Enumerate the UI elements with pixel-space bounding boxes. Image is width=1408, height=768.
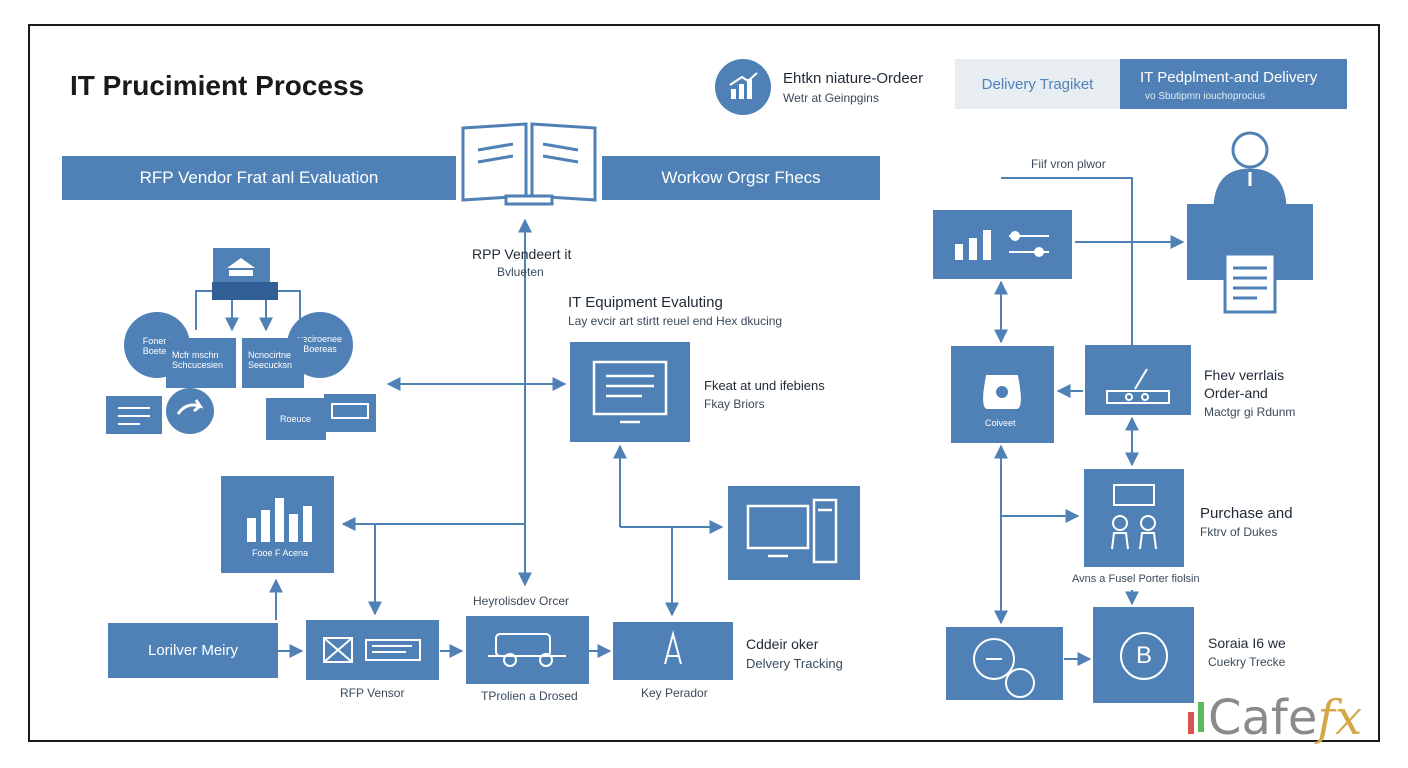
purchase-sub: Fktrv of Dukes xyxy=(1200,525,1278,539)
top-order-label: Heyrolisdev Orcer xyxy=(473,594,570,608)
equipment-eval-sub: Lay evcir art stirtt reuel end Hex dkuci… xyxy=(568,314,783,328)
building-icon xyxy=(227,258,255,276)
b-circle-letter: B xyxy=(1135,642,1152,669)
moneybag-icon xyxy=(983,375,1021,409)
final-title: Soraia I6 we xyxy=(1208,635,1286,651)
logo-text: Cafe xyxy=(1208,690,1318,746)
schedule-box-1 xyxy=(166,338,236,388)
schedule-box-1-text: Mcfr mschn Schcucesien xyxy=(172,350,224,370)
order-title: Cddeir oker xyxy=(746,636,819,652)
monitor-box xyxy=(570,342,690,442)
start-box-label: Lorilver Meiry xyxy=(147,642,238,659)
vendor-box xyxy=(306,620,439,680)
rfp-vendor-title: RPP Vendeert it xyxy=(472,246,572,262)
start-box: Lorilver Meiry xyxy=(108,623,278,678)
chart-badge-icon xyxy=(715,59,771,115)
desktop-box xyxy=(728,486,860,580)
rfp-evaluation-bar: RFP Vendor Frat anl Evaluation xyxy=(62,156,456,200)
order-right-title: Fhev verrlais xyxy=(1204,367,1285,383)
envelope-icon xyxy=(323,637,421,663)
bubble-left-text: Fonerd Boeten xyxy=(142,336,172,356)
tab-delivery-tracker[interactable]: Delivery Tragiket xyxy=(955,59,1120,109)
schedule-box-2-text: Ncnocirtne Seecucksn xyxy=(248,350,293,370)
header-icon-subtitle: Wetr at Geinpgins xyxy=(783,91,879,105)
tab-deployment-title: IT Pedplment-and Delivery xyxy=(1140,69,1318,86)
monitor-label-2: Fkay Briors xyxy=(704,397,765,411)
rfp-vendor-sub: Bvlueten xyxy=(497,265,544,279)
truck-icon xyxy=(488,633,566,667)
tab-delivery-tracker-label: Delivery Tragiket xyxy=(981,75,1094,93)
coins-box xyxy=(946,627,1063,700)
monitor-label-1: Fkeat at und ifebiens xyxy=(704,378,825,393)
equalizer-box xyxy=(933,210,1072,279)
team-box xyxy=(1084,469,1184,567)
document-icon xyxy=(118,407,150,425)
connector-node xyxy=(212,282,278,300)
candlestick-icon xyxy=(1188,702,1204,734)
book-monitor-icon xyxy=(458,120,600,210)
desktop-computer-icon xyxy=(746,498,838,564)
bubble-right-text: veciroenee Boereas xyxy=(297,334,343,354)
purchase-note: Avns a Fusel Porter fiolsin xyxy=(1072,573,1200,585)
coins-icon xyxy=(973,638,1035,698)
reduce-box xyxy=(266,398,326,440)
tab-deployment-subtitle: vo Sbutipmn iouchoprocius xyxy=(1145,91,1266,102)
diagram-frame xyxy=(28,24,1380,742)
truck-box xyxy=(466,616,589,684)
chart-box xyxy=(221,476,334,573)
pen-box xyxy=(613,622,733,680)
reduce-box-text: Roeuce xyxy=(280,414,312,424)
header-icon-title: Ehtkn niature-Ordeer xyxy=(783,70,924,87)
cabinet-box xyxy=(951,346,1054,443)
final-box: B xyxy=(1093,607,1194,703)
cafefx-logo: Cafe fx xyxy=(1186,682,1362,742)
card-box xyxy=(324,394,376,432)
forward-chat-icon xyxy=(166,388,214,434)
order-right-title-2: Order-and xyxy=(1204,385,1268,401)
workflow-bar: Workow Orgsr Fhecs xyxy=(602,156,880,200)
document-box xyxy=(106,396,162,434)
purchase-title: Purchase and xyxy=(1200,505,1293,522)
person-icon xyxy=(1205,126,1295,314)
card-icon xyxy=(331,403,369,419)
truck-label: TProlien a Drosed xyxy=(481,689,578,703)
building-box xyxy=(213,248,270,282)
b-circle-icon: B xyxy=(1120,632,1168,680)
order-right-sub: Mactgr gi Rdunm xyxy=(1204,405,1296,419)
equipment-eval-title: IT Equipment Evaluting xyxy=(568,294,723,311)
workstation-icon xyxy=(1106,368,1170,404)
cabinet-label: Coiveet xyxy=(985,418,1016,428)
right-top-label: Fiif vron plwor xyxy=(1031,157,1106,171)
workstation-box xyxy=(1085,345,1191,415)
final-sub: Cuekry Trecke xyxy=(1208,655,1286,669)
order-sub: Delvery Tracking xyxy=(746,656,843,671)
bar-chart-icon xyxy=(247,498,312,542)
pen-icon xyxy=(664,630,682,665)
page-title: IT Prucimient Process xyxy=(70,70,365,101)
chart-box-text: Fooe F Acena xyxy=(252,548,309,558)
tab-deployment-delivery[interactable]: IT Pedplment-and Delivery vo Sbutipmn io… xyxy=(1120,59,1347,109)
pen-label: Key Perador xyxy=(641,686,708,700)
team-icon xyxy=(1111,484,1157,550)
vendor-label: RFP Vensor xyxy=(340,686,405,700)
logo-suffix: fx xyxy=(1317,690,1363,746)
schedule-box-2 xyxy=(242,338,304,388)
monitor-icon xyxy=(592,360,668,424)
equalizer-icon xyxy=(955,230,1049,260)
